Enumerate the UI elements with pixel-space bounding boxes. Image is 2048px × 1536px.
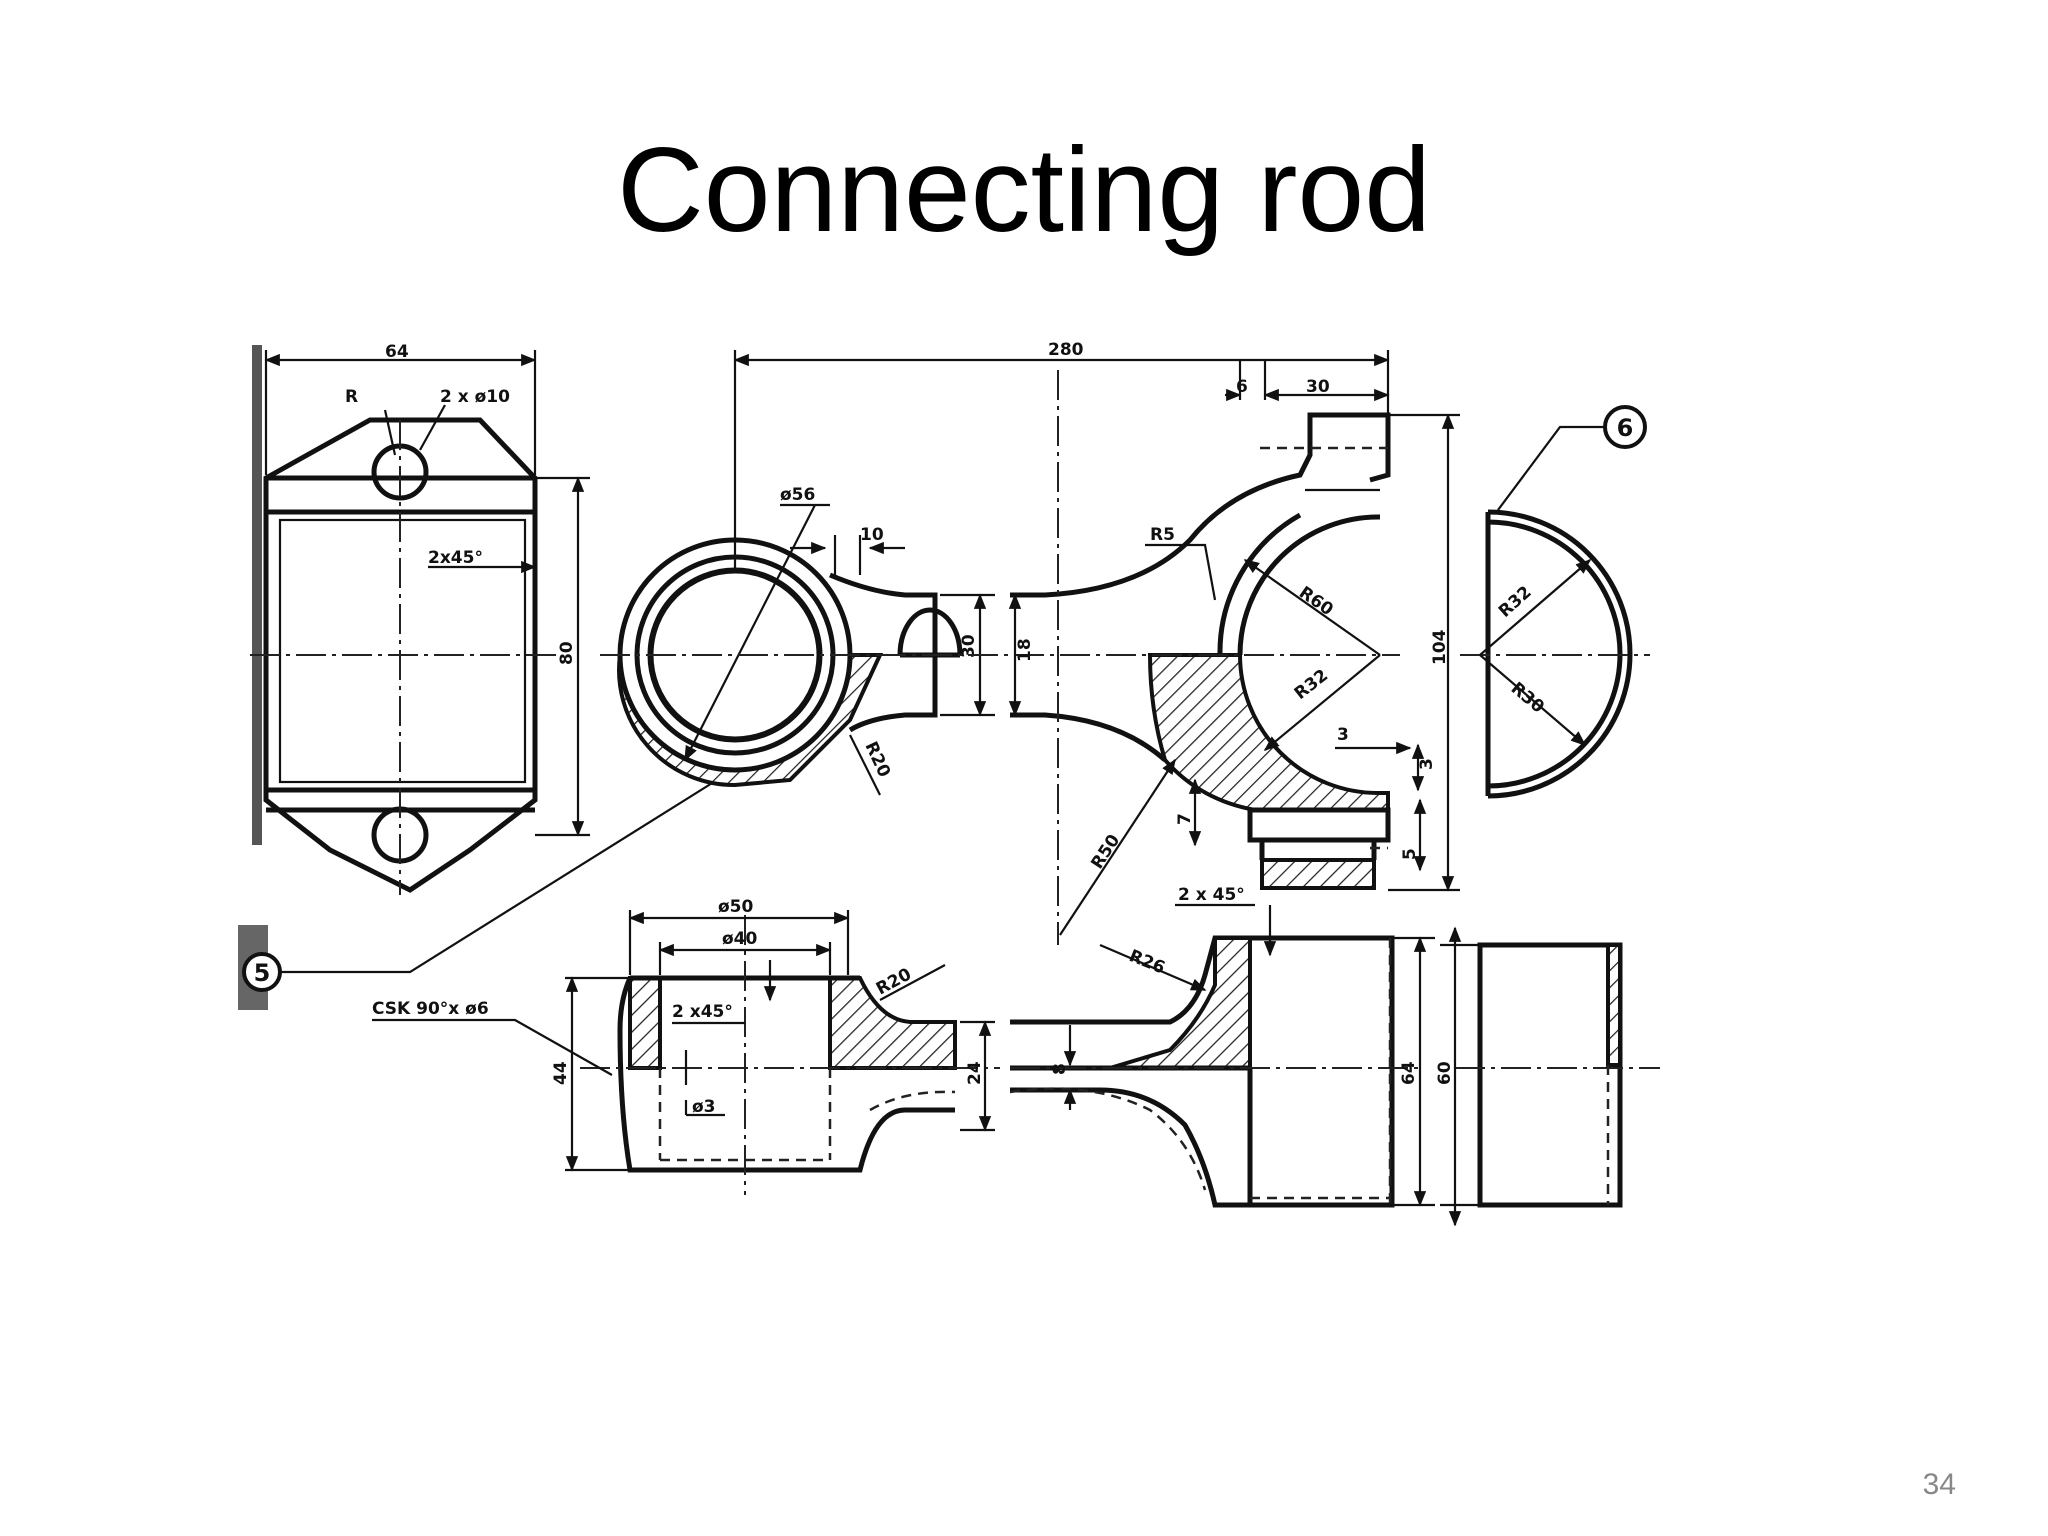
dim-30: 30: [959, 634, 979, 658]
dim-280: 280: [1048, 340, 1084, 360]
dim-44: 44: [551, 1061, 571, 1085]
dim-60: 60: [1435, 1061, 1455, 1085]
balloon-5: 5: [238, 774, 726, 1010]
main-elevation: 280 30 10 ø56 R20: [600, 340, 1460, 945]
dim-dia3: ø3: [692, 1097, 716, 1117]
end-view-left: 64 R 2 x ø10 2x45° 80: [250, 342, 590, 895]
dim-10: 10: [860, 525, 884, 545]
dim-64-top: 64: [385, 342, 409, 362]
dim-dia56: ø56: [780, 485, 815, 505]
dim-chamfer-front: 2x45°: [428, 548, 483, 568]
balloon-5-label: 5: [254, 959, 271, 987]
dim-3a: 3: [1337, 725, 1349, 745]
dim-r32-cap: R32: [1495, 582, 1536, 621]
dim-r20-top: R20: [860, 739, 894, 781]
dim-18: 18: [1015, 638, 1035, 662]
dim-6: 6: [1236, 377, 1248, 397]
dim-r: R: [345, 387, 358, 407]
dim-chamfer-bottom: 2 x45°: [672, 1002, 733, 1022]
bearing-shell-view: R32 R30 6: [1460, 405, 1650, 799]
dim-104: 104: [1430, 629, 1450, 665]
dim-24: 24: [965, 1061, 985, 1085]
dim-30-top: 30: [1306, 377, 1330, 397]
balloon-6-label: 6: [1617, 414, 1634, 442]
dim-r32: R32: [1291, 666, 1332, 704]
dim-8: 8: [1050, 1063, 1070, 1075]
dim-r50: R50: [1087, 831, 1124, 873]
bearing-shell-plan: 60: [1435, 926, 1660, 1227]
dim-64-bottom: 64: [1399, 1061, 1419, 1085]
dim-chamfer-top: 2 x 45°: [1178, 885, 1245, 905]
dim-holes: 2 x ø10: [440, 387, 510, 407]
dim-dia50: ø50: [718, 897, 754, 917]
dim-csk: CSK 90°x ø6: [372, 999, 489, 1019]
dim-r5: R5: [1150, 525, 1175, 545]
dim-80: 80: [557, 641, 577, 665]
dim-5: 5: [1400, 848, 1420, 860]
dim-r20-bottom: R20: [873, 964, 915, 999]
dim-7: 7: [1175, 813, 1195, 825]
dim-3b: 3: [1417, 758, 1437, 770]
plan-view: ø50 ø40 44 CSK 90°x ø6 2 x45° ø3 R20 24: [372, 885, 1435, 1208]
dim-dia40: ø40: [722, 929, 758, 949]
slide-title: Connecting rod: [617, 123, 1431, 257]
page-number: 34: [1922, 1468, 1956, 1501]
dim-r26: R26: [1126, 946, 1168, 978]
dim-r60: R60: [1295, 583, 1337, 621]
